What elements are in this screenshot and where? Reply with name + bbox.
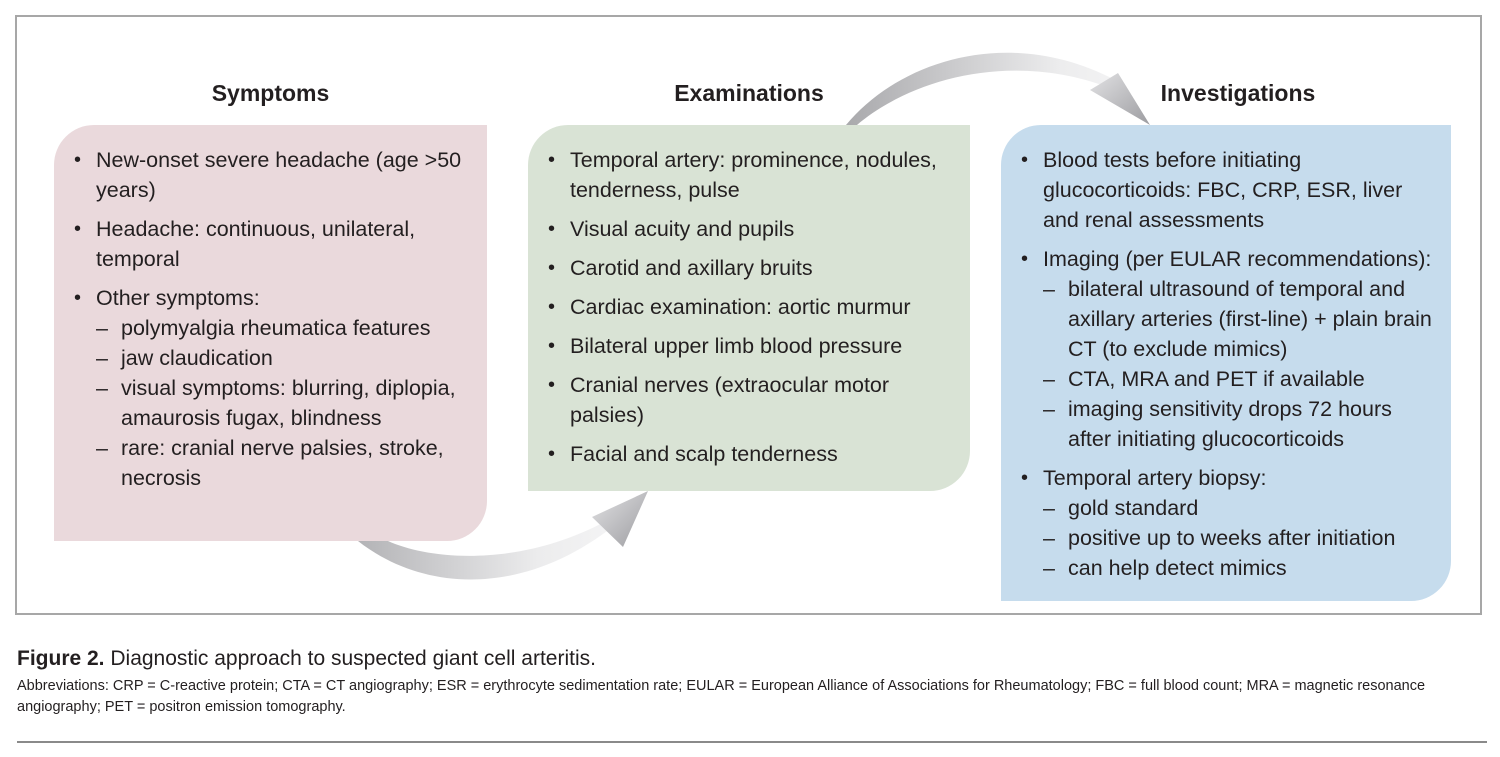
list-item-text: Imaging (per EULAR recommendations): <box>1043 247 1432 271</box>
list-item: Other symptoms: polymyalgia rheumatica fe… <box>72 283 469 493</box>
list-item: Cardiac examination: aortic murmur <box>546 292 952 322</box>
caption-text: Diagnostic approach to suspected giant c… <box>104 647 596 670</box>
list-item-text: Carotid and axillary bruits <box>570 256 813 280</box>
sub-list-item: polymyalgia rheumatica features <box>96 313 469 343</box>
arrow-head <box>1090 73 1150 125</box>
list-item-text: Blood tests before initiating glucocorti… <box>1043 148 1403 232</box>
sub-list-item: can help detect mimics <box>1043 553 1433 583</box>
list-item-text: Temporal artery biopsy: <box>1043 466 1267 490</box>
list-item-text: Temporal artery: prominence, nodules, te… <box>570 148 937 202</box>
list-item-text: Cardiac examination: aortic murmur <box>570 295 911 319</box>
sub-list-item: bilateral ultrasound of temporal and axi… <box>1043 274 1433 364</box>
list-item: Bilateral upper limb blood pressure <box>546 331 952 361</box>
arrow-body <box>846 52 1115 125</box>
list-item: New-onset severe headache (age >50 years… <box>72 145 469 205</box>
sub-list-item: positive up to weeks after initiation <box>1043 523 1433 553</box>
list-item: Carotid and axillary bruits <box>546 253 952 283</box>
caption-label: Figure 2. <box>17 647 105 670</box>
investigations-box: Blood tests before initiating glucocorti… <box>1001 125 1451 601</box>
sub-list-item: rare: cranial nerve palsies, stroke, nec… <box>96 433 469 493</box>
list-item-text: Visual acuity and pupils <box>570 217 795 241</box>
sub-list: gold standardpositive up to weeks after … <box>1043 493 1433 583</box>
list-item-text: Cranial nerves (extraocular motor palsie… <box>570 373 890 427</box>
sub-list: bilateral ultrasound of temporal and axi… <box>1043 274 1433 454</box>
examinations-box: Temporal artery: prominence, nodules, te… <box>528 125 970 491</box>
list-item: Blood tests before initiating glucocorti… <box>1019 145 1433 235</box>
list-item: Cranial nerves (extraocular motor palsie… <box>546 370 952 430</box>
caption-title: Figure 2. Diagnostic approach to suspect… <box>17 646 1487 672</box>
sub-list-item: imaging sensitivity drops 72 hours after… <box>1043 394 1433 454</box>
sub-list-item: CTA, MRA and PET if available <box>1043 364 1433 394</box>
list-item: Visual acuity and pupils <box>546 214 952 244</box>
list-item-text: Facial and scalp tenderness <box>570 442 838 466</box>
symptoms-to-examinations-arrow <box>358 491 648 580</box>
list-item: Imaging (per EULAR recommendations): bila… <box>1019 244 1433 454</box>
bottom-rule <box>17 741 1487 743</box>
column-title-investigations: Investigations <box>1160 80 1316 106</box>
list-item: Headache: continuous, unilateral, tempor… <box>72 214 469 274</box>
sub-list-item: gold standard <box>1043 493 1433 523</box>
arrow-body <box>358 520 615 580</box>
examinations-to-investigations-arrow <box>846 52 1150 125</box>
column-title-symptoms: Symptoms <box>211 80 330 106</box>
list-item: Facial and scalp tenderness <box>546 439 952 469</box>
figure-caption: Figure 2. Diagnostic approach to suspect… <box>17 646 1487 718</box>
arrow-head <box>592 491 648 547</box>
symptoms-list: New-onset severe headache (age >50 years… <box>72 145 469 493</box>
sub-list: polymyalgia rheumatica featuresjaw claud… <box>96 313 469 493</box>
examinations-list: Temporal artery: prominence, nodules, te… <box>546 145 952 469</box>
caption-abbreviations: Abbreviations: CRP = C-reactive protein;… <box>17 678 1426 715</box>
list-item: Temporal artery: prominence, nodules, te… <box>546 145 952 205</box>
list-item-text: Other symptoms: <box>96 286 260 310</box>
list-item-text: New-onset severe headache (age >50 years… <box>96 148 462 202</box>
sub-list-item: visual symptoms: blurring, diplopia, ama… <box>96 373 469 433</box>
column-title-examinations: Examinations <box>674 80 824 106</box>
sub-list-item: jaw claudication <box>96 343 469 373</box>
list-item-text: Bilateral upper limb blood pressure <box>570 334 903 358</box>
symptoms-box: New-onset severe headache (age >50 years… <box>54 125 487 541</box>
investigations-list: Blood tests before initiating glucocorti… <box>1019 145 1433 583</box>
list-item: Temporal artery biopsy: gold standardposi… <box>1019 463 1433 583</box>
list-item-text: Headache: continuous, unilateral, tempor… <box>96 217 416 271</box>
